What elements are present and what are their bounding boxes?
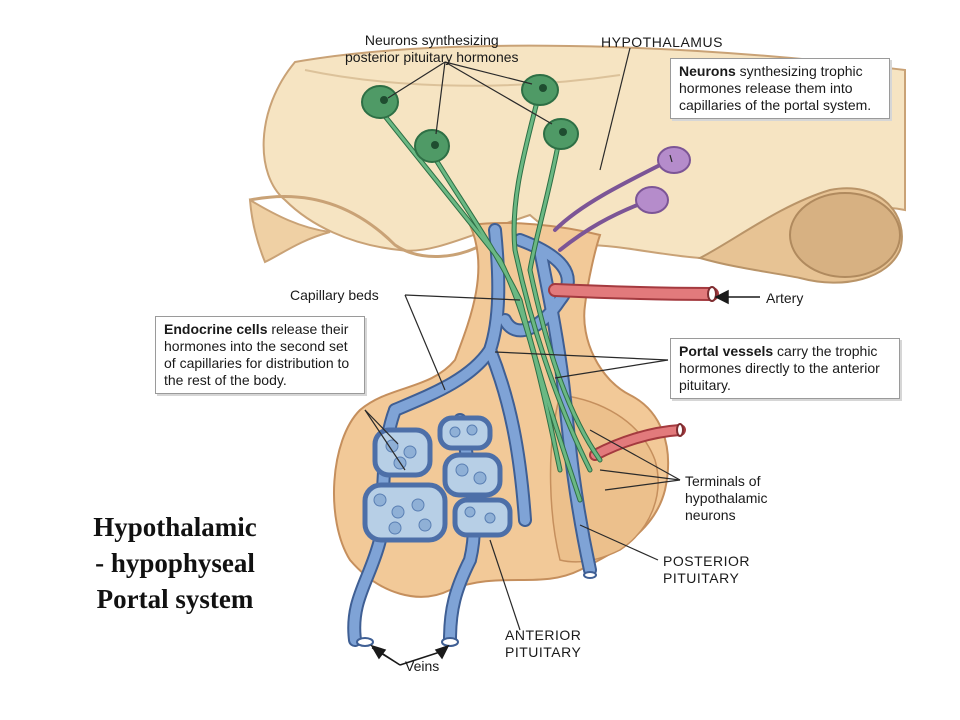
- callout-portal-vessels-text: carry the trophic hormones directly to t…: [679, 343, 880, 393]
- callout-trophic-neurons-bold: Neurons: [679, 63, 736, 79]
- green-neurons: [361, 74, 603, 503]
- label-artery: Artery: [766, 290, 804, 306]
- cell-nuclei: [373, 424, 496, 535]
- label-veins: Veins: [405, 658, 440, 674]
- vessel-openings: [676, 286, 717, 437]
- callout-trophic-neurons-text: synthesizing trophic hormones release th…: [679, 63, 872, 113]
- label-hypothalamus: HYPOTHALAMUS: [601, 34, 723, 50]
- callout-trophic-neurons: Neurons synthesizing trophic hormones re…: [670, 58, 890, 119]
- label-terminals: Terminals of hypothalamic neurons: [685, 473, 768, 523]
- label-posterior-neurons: Neurons synthesizing posterior pituitary…: [345, 32, 519, 65]
- leader-lines: [364, 47, 681, 666]
- label-capillary-beds: Capillary beds: [290, 287, 379, 303]
- purple-neurons: [553, 146, 691, 252]
- title-line-1: Hypothalamic: [93, 512, 257, 542]
- arteries: [548, 283, 719, 461]
- callout-portal-vessels: Portal vessels carry the trophic hormone…: [670, 338, 900, 399]
- title-line-3: Portal system: [96, 584, 254, 614]
- callout-portal-vessels-bold: Portal vessels: [679, 343, 774, 359]
- vein-openings: [356, 571, 597, 647]
- title-line-2: - hypophyseal: [95, 548, 255, 578]
- slide-title: Hypothalamic - hypophyseal Portal system: [40, 509, 310, 617]
- callout-endocrine-cells-text: release their hormones into the second s…: [164, 321, 350, 388]
- callout-endocrine-cells-bold: Endocrine cells: [164, 321, 268, 337]
- label-anterior-pituitary: ANTERIOR PITUITARY: [505, 627, 582, 660]
- callout-endocrine-cells: Endocrine cells release their hormones i…: [155, 316, 365, 394]
- arrows: [370, 289, 760, 666]
- label-posterior-pituitary: POSTERIOR PITUITARY: [663, 553, 750, 586]
